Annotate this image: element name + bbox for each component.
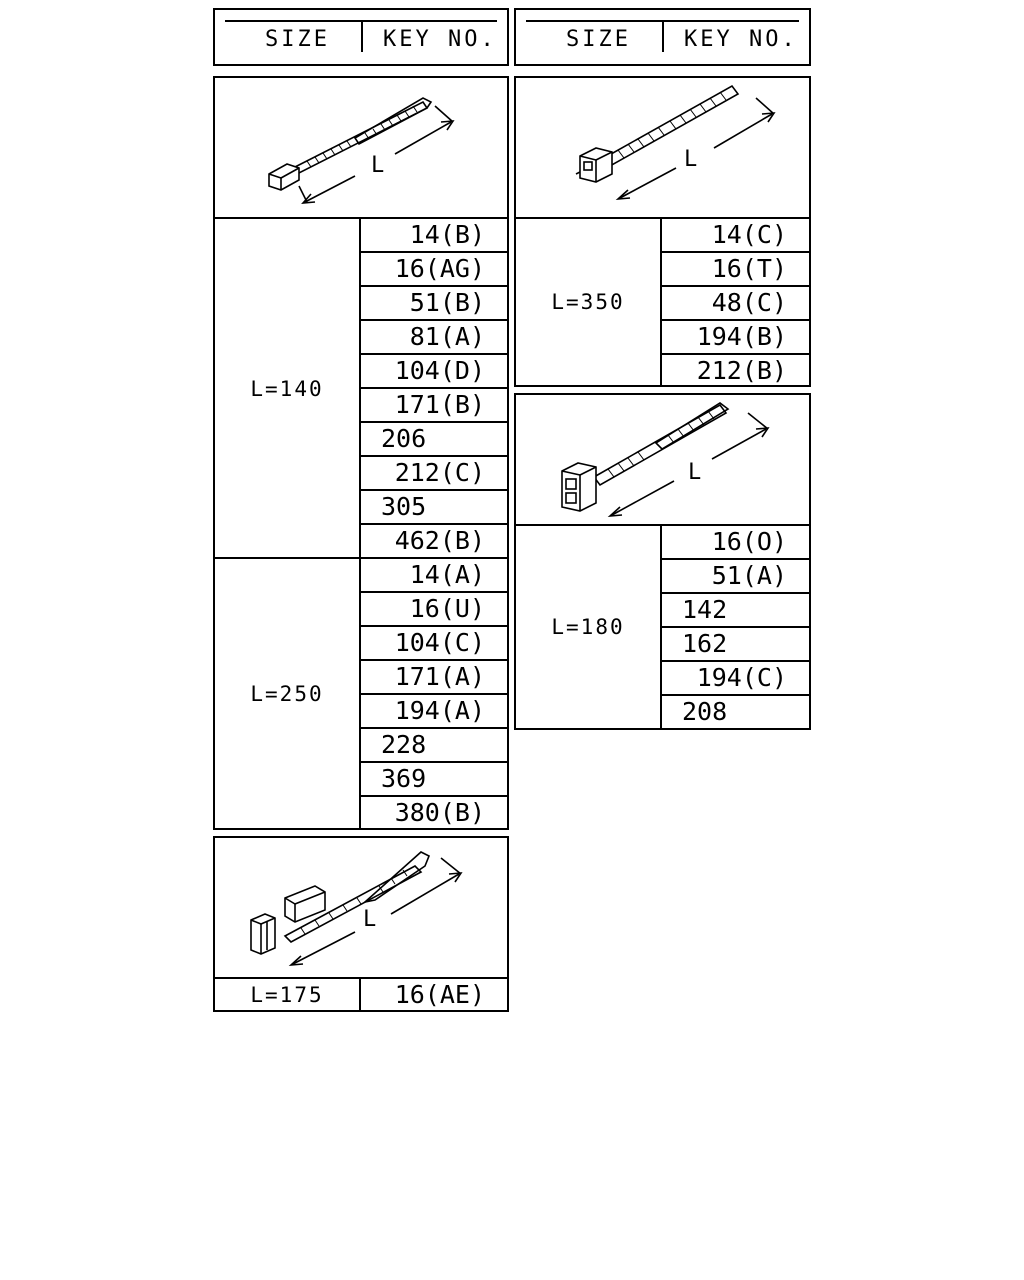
panel-right-bottom: L L=180 16(O) 51(A) 142 162 194(C) 208 (514, 393, 811, 730)
key-cell: 194(A) (361, 695, 507, 729)
dimension-label: L (371, 153, 384, 178)
key-cell: 16(T) (662, 253, 809, 287)
size-cell-l180: L=180 (516, 526, 662, 728)
header-key-label: KEY NO. (383, 27, 497, 52)
header-left: SIZE KEY NO. (213, 8, 509, 66)
key-cell: 212(B) (696, 356, 787, 385)
size-cell-l140: L=140 (215, 219, 361, 559)
header-rule (526, 20, 799, 22)
cable-tie-icon: L (250, 851, 463, 966)
panel-left-main: L L=140 14(B) 16(AG) 51(B) 81(A) 104(D) … (213, 76, 509, 830)
key-cell: 194(C) (662, 662, 809, 696)
key-cell: 369 (361, 763, 507, 797)
key-cell: 104(C) (361, 627, 507, 661)
header-size-label: SIZE (265, 27, 330, 52)
key-cell: 228 (361, 729, 507, 763)
key-cell: 194(B) (662, 321, 809, 355)
panel-left-bottom: L L=175 16(AE) (213, 836, 509, 1012)
cable-tie-icon: L (575, 84, 776, 200)
key-cell: 212(C) (361, 457, 507, 491)
cable-tie-icon: L (561, 402, 770, 517)
key-cell: 171(B) (361, 389, 507, 423)
key-cell: 48(C) (662, 287, 809, 321)
key-cell: 16(AE) (394, 980, 485, 1009)
key-cell: 51(A) (662, 560, 809, 594)
illustration-tie-a: L (215, 78, 507, 219)
size-cell-l350: L=350 (516, 219, 662, 385)
illustration-tie-c: L (215, 838, 507, 979)
key-cell: 51(B) (361, 287, 507, 321)
key-cell: 162 (662, 628, 809, 662)
dimension-label: L (688, 460, 701, 485)
key-cell: 104(D) (361, 355, 507, 389)
illustration-tie-d: L (516, 395, 809, 526)
key-cell: 16(U) (361, 593, 507, 627)
key-cell: 16(O) (662, 526, 809, 560)
dimension-label: L (363, 907, 376, 932)
header-divider (361, 22, 363, 52)
illustration-tie-b: L (516, 78, 809, 219)
header-right: SIZE KEY NO. (514, 8, 811, 66)
dimension-label: L (684, 147, 697, 172)
key-cell: 14(A) (361, 559, 507, 593)
key-cell: 81(A) (361, 321, 507, 355)
key-cell: 14(C) (662, 219, 809, 253)
size-cell-l175: L=175 (215, 979, 361, 1010)
cable-tie-icon: L (268, 97, 455, 204)
group-separator (215, 557, 507, 559)
header-size-label: SIZE (566, 27, 631, 52)
key-cell: 171(A) (361, 661, 507, 695)
size-cell-l250: L=250 (215, 559, 361, 828)
key-cell: 206 (361, 423, 507, 457)
header-key-label: KEY NO. (684, 27, 798, 52)
key-cell: 14(B) (361, 219, 507, 253)
header-rule (225, 20, 497, 22)
key-cell: 380(B) (394, 798, 485, 827)
key-cell: 305 (361, 491, 507, 525)
key-cell: 16(AG) (361, 253, 507, 287)
key-cell: 208 (682, 697, 728, 726)
key-cell: 462(B) (361, 525, 507, 559)
header-divider (662, 22, 664, 52)
panel-right-top: L L=350 14(C) 16(T) 48(C) 194(B) 212(B) (514, 76, 811, 387)
key-cell: 142 (662, 594, 809, 628)
